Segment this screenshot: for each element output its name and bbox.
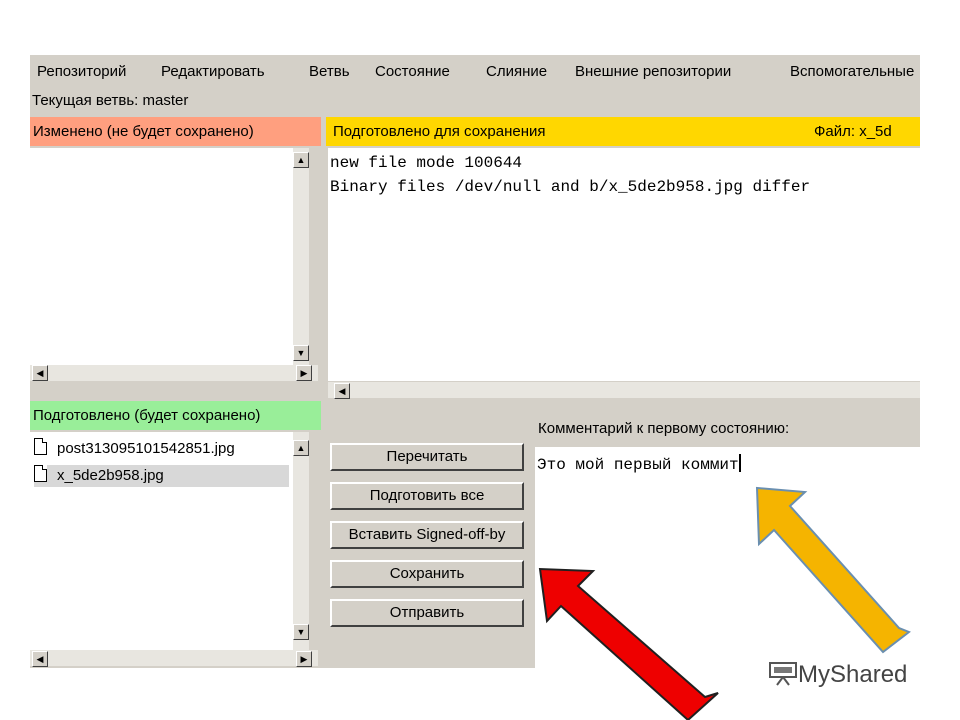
diff-view[interactable]: new file mode 100644 Binary files /dev/n… [328, 148, 920, 381]
file-icon [34, 465, 47, 482]
current-branch-label: Текущая ветвь: master [32, 92, 189, 109]
stage-all-button[interactable]: Подготовить все [330, 482, 524, 510]
staged-file-name: x_5de2b958.jpg [57, 467, 164, 484]
scroll-left-icon[interactable]: ◀ [334, 383, 350, 399]
scroll-right-icon[interactable]: ▶ [296, 365, 312, 381]
scroll-left-icon[interactable]: ◀ [32, 365, 48, 381]
scroll-right-icon[interactable]: ▶ [296, 651, 312, 667]
diff-line: Binary files /dev/null and b/x_5de2b958.… [330, 178, 811, 196]
menu-tools[interactable]: Вспомогательные [790, 63, 915, 80]
menu-merge[interactable]: Слияние [486, 63, 548, 80]
watermark: MyShared [768, 660, 907, 689]
unstaged-vertical-scrollbar[interactable]: ▲ ▼ [293, 148, 309, 365]
menu-remote[interactable]: Внешние репозитории [575, 63, 732, 80]
staged-file-item[interactable]: x_5de2b958.jpg [34, 465, 289, 487]
red-arrow [538, 567, 719, 720]
commit-button[interactable]: Сохранить [330, 560, 524, 588]
projector-icon [769, 662, 797, 686]
unstaged-file-list[interactable] [30, 148, 293, 365]
scroll-up-icon[interactable]: ▲ [293, 152, 309, 168]
diff-file-label: Файл: x_5d [814, 123, 892, 140]
watermark-text: MyShared [798, 661, 908, 688]
push-button[interactable]: Отправить [330, 599, 524, 627]
menu-commit[interactable]: Состояние [375, 63, 450, 80]
git-gui-window: Репозиторий Редактировать Ветвь Состояни… [30, 55, 920, 668]
diff-horizontal-scrollbar[interactable]: ◀ [328, 382, 920, 399]
commit-message-text: Это мой первый коммит [537, 456, 739, 474]
commit-message-label: Комментарий к первому состоянию: [538, 420, 790, 437]
staged-vertical-scrollbar[interactable]: ▲ ▼ [293, 432, 309, 650]
menu-branch[interactable]: Ветвь [309, 63, 350, 80]
staged-file-name: post313095101542851.jpg [57, 440, 235, 457]
staged-header: Подготовлено (будет сохранено) [30, 401, 321, 430]
unstaged-horizontal-scrollbar[interactable]: ◀ ▶ [30, 365, 318, 381]
unstaged-header: Изменено (не будет сохранено) [30, 117, 321, 146]
diff-line: new file mode 100644 [330, 154, 523, 172]
diff-header-title: Подготовлено для сохранения [333, 123, 546, 140]
menu-bar: Репозиторий Редактировать Ветвь Состояни… [30, 55, 920, 91]
scroll-up-icon[interactable]: ▲ [293, 440, 309, 456]
menu-repository[interactable]: Репозиторий [37, 63, 127, 80]
scroll-left-icon[interactable]: ◀ [32, 651, 48, 667]
rescan-button[interactable]: Перечитать [330, 443, 524, 471]
scroll-down-icon[interactable]: ▼ [293, 624, 309, 640]
menu-edit[interactable]: Редактировать [161, 63, 265, 80]
diff-header: Подготовлено для сохранения Файл: x_5d [326, 117, 920, 146]
scroll-down-icon[interactable]: ▼ [293, 345, 309, 361]
commit-message-input[interactable]: Это мой первый коммит [535, 447, 920, 668]
signoff-button[interactable]: Вставить Signed-off-by [330, 521, 524, 549]
staged-horizontal-scrollbar[interactable]: ◀ ▶ [30, 650, 318, 667]
staged-file-list[interactable]: post313095101542851.jpg x_5de2b958.jpg [30, 432, 293, 650]
file-icon [34, 438, 47, 455]
text-cursor [738, 454, 741, 472]
staged-file-item[interactable]: post313095101542851.jpg [34, 438, 289, 460]
yellow-arrow [755, 486, 912, 654]
